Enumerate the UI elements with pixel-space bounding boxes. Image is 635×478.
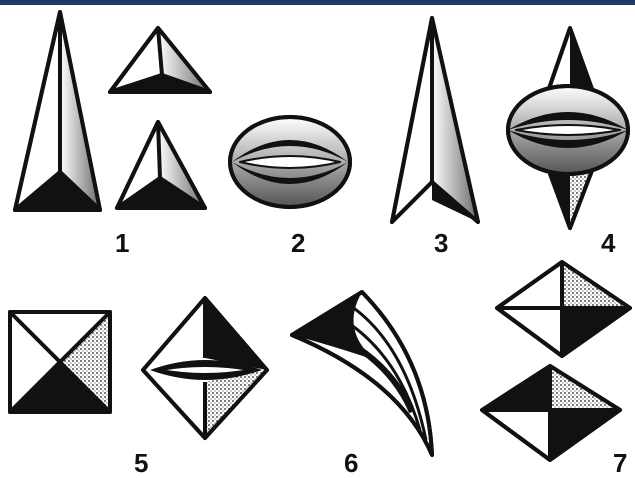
figure-label-5: 5 [134,448,148,478]
figure-4-double-point [508,28,628,228]
figure-6-curved-horn [292,292,432,455]
figure-label-3: 3 [434,228,448,258]
figure-2-lens [230,117,350,207]
figure-7 [482,262,630,460]
figure-5-bipyramid [143,298,267,438]
figure-5-square-pyramid [10,312,110,412]
figure-1-tall-pyramid [15,12,100,210]
figure-label-4: 4 [601,228,616,258]
figure-label-6: 6 [344,448,358,478]
figure-7-lower-bipyramid [482,366,620,460]
figure-label-1: 1 [115,228,129,258]
figure-7-upper-bipyramid [497,262,630,356]
figure-3-arrowhead [392,18,478,222]
figure-5 [10,298,267,438]
figure-1 [15,12,210,210]
figure-label-2: 2 [291,228,305,258]
figure-1-small-triangle-bottom [117,122,205,208]
figure-label-7: 7 [613,448,627,478]
figure-1-small-triangle-top [110,28,210,92]
